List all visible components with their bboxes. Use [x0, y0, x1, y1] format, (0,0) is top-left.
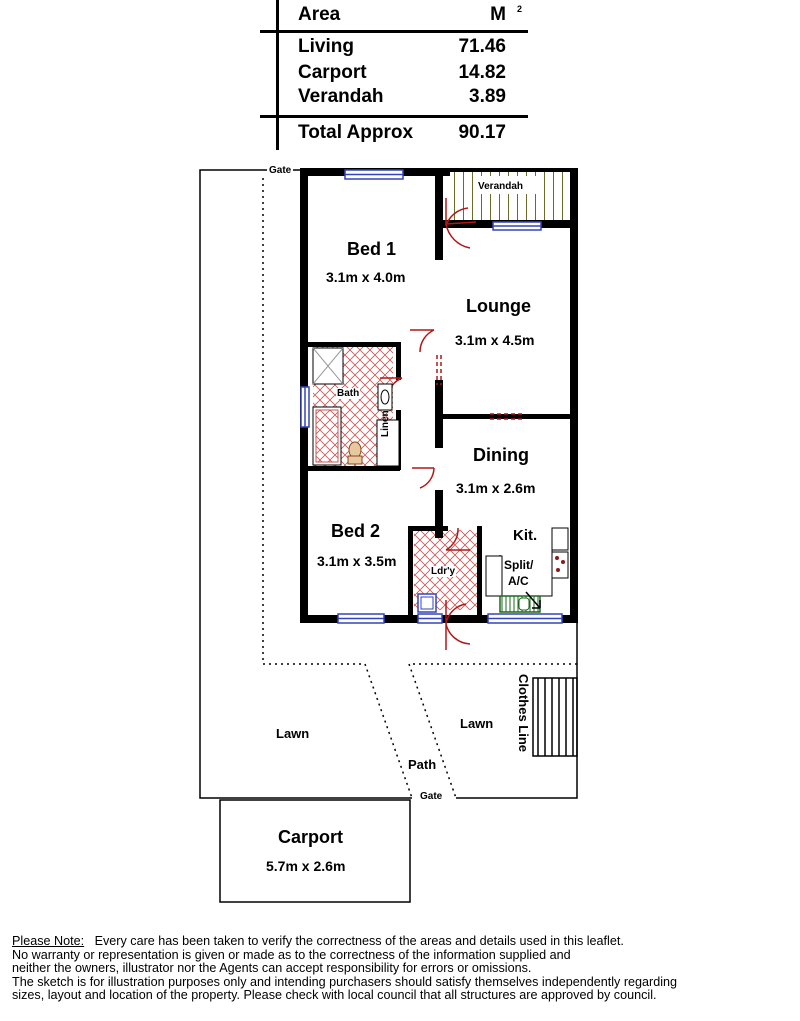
note-line-3: neither the owners, illustrator nor the …	[12, 961, 532, 976]
wall-laundry-east	[477, 526, 482, 623]
door-verandah	[445, 221, 477, 249]
split-ac-label-line1: Split/	[504, 558, 534, 572]
laundry-label: Ldr'y	[430, 566, 457, 577]
row-value-verandah: 3.89	[469, 86, 506, 107]
path-label: Path	[407, 757, 438, 772]
verandah-label-bg	[477, 176, 537, 194]
carport-name: Carport	[278, 827, 344, 847]
dining-name: Dining	[473, 445, 529, 465]
wall-bed1-east-upper	[435, 168, 443, 260]
row-label-living: Living	[298, 36, 354, 57]
floor-plan-drawing	[199, 168, 578, 903]
verandah-label: Verandah	[478, 181, 524, 192]
gate-top-label: Gate	[267, 165, 294, 176]
wall-bath-bed2	[300, 466, 400, 471]
wall-lounge-dining	[443, 414, 573, 419]
note-line-4: The sketch is for illustration purposes …	[12, 974, 678, 989]
wall-laundry-west	[408, 526, 413, 623]
wall-east	[570, 168, 578, 623]
bed1-name: Bed 1	[347, 239, 397, 259]
total-label: Total Approx	[298, 122, 414, 143]
cooktop	[551, 551, 569, 579]
openings	[436, 355, 522, 420]
carport-size: 5.7m x 2.6m	[266, 858, 346, 874]
lawn-right-label: Lawn	[460, 716, 494, 731]
wall-laundry-north	[408, 526, 448, 531]
row-label-verandah: Verandah	[298, 86, 384, 107]
windows	[300, 169, 563, 624]
note-title: Please Note:	[12, 934, 85, 948]
wall-verandah-roof	[442, 168, 578, 172]
door-bed1	[410, 329, 435, 353]
area-header-label: Area	[298, 4, 341, 25]
fridge-space	[551, 527, 569, 551]
row-value-living: 71.46	[458, 36, 506, 57]
wall-bed2-east-upper	[435, 490, 443, 538]
bath-label: Bath	[336, 388, 361, 399]
clothes-line	[532, 677, 578, 757]
table-vertical-rule	[276, 0, 279, 150]
lounge-size: 3.1m x 4.5m	[455, 332, 535, 348]
wall-bed1-bath	[300, 342, 400, 347]
linen-cupboard	[376, 419, 400, 467]
note-line-5: sizes, layout and location of the proper…	[12, 988, 657, 1003]
floor-plan: Verandah Bed 1 3.1m x 4.0m Lounge 3.1m x…	[199, 165, 578, 903]
table-header-rule	[260, 30, 528, 33]
row-value-carport: 14.82	[458, 62, 506, 83]
path-edge-left	[263, 663, 413, 799]
note-text-1: Every care has been taken to verify the …	[94, 934, 624, 948]
row-label-carport: Carport	[298, 62, 367, 83]
wall-bath-hall-upper	[396, 342, 401, 380]
table-total-rule	[260, 115, 528, 118]
carport-outline	[219, 799, 411, 903]
total-value: 90.17	[458, 122, 506, 143]
area-unit-superscript: 2	[516, 4, 522, 14]
lounge-name: Lounge	[466, 296, 531, 316]
disclaimer-note: Please Note: Every care has been taken t…	[12, 934, 792, 1003]
note-line-2: No warranty or representation is given o…	[12, 947, 571, 962]
door-back	[445, 623, 471, 650]
wall-bed1-east-lower	[435, 380, 443, 448]
bed2-size: 3.1m x 3.5m	[317, 553, 397, 569]
path-edge-right	[407, 663, 577, 799]
bed2-name: Bed 2	[331, 521, 381, 541]
door-verandah-leaf	[445, 198, 469, 227]
bath-fixtures	[312, 347, 400, 467]
door-back-leaf	[445, 600, 467, 625]
dining-size: 3.1m x 2.6m	[456, 480, 536, 496]
clothes-line-label: Clothes Line	[516, 674, 531, 753]
door-laundry	[445, 527, 470, 551]
note-line-1: Please Note: Every care has been taken t…	[12, 934, 792, 949]
door-bed2	[412, 467, 435, 489]
bed1-size: 3.1m x 4.0m	[326, 269, 406, 285]
lawn-left-label: Lawn	[276, 726, 310, 741]
split-ac-arrow-icon	[525, 591, 541, 609]
linen-label: Linen	[380, 410, 391, 437]
gate-bottom-label: Gate	[418, 791, 445, 802]
split-ac-label-line2: A/C	[508, 574, 529, 588]
kitchen-label: Kit.	[513, 527, 538, 544]
kitchen-fittings	[485, 527, 569, 613]
